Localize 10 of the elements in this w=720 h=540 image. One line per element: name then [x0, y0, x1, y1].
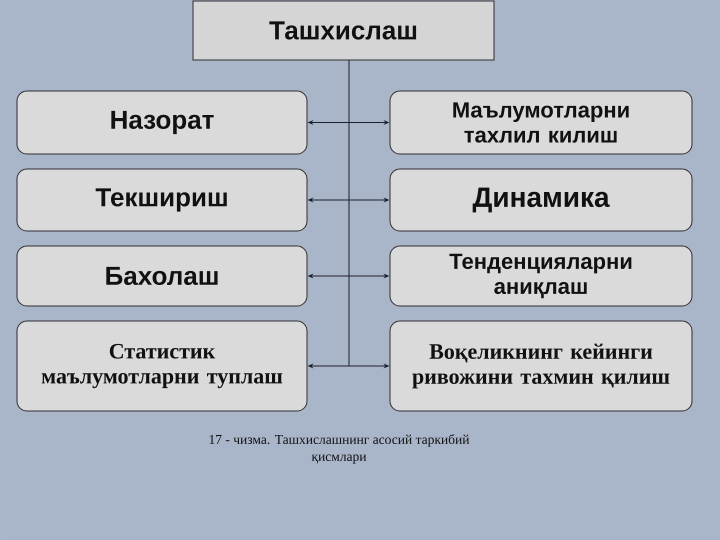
rounded-box: Бахолаш — [16, 246, 308, 306]
rounded-box: Воқеликнинг кейинги ривожини тахмин қилиш — [390, 320, 692, 412]
rounded-box: Динамика — [390, 168, 692, 232]
rounded-box: Назорат — [16, 90, 308, 154]
caption: 17 - чизма. Ташхислашнинг асосий таркибий қисмлари — [210, 434, 470, 464]
rounded-box: Статистик маълумотларни туплаш — [16, 320, 308, 412]
title-box: Ташхислаш — [192, 0, 494, 60]
rounded-box: Тенденцияларни аниқлаш — [390, 246, 692, 306]
rounded-box: Текшириш — [16, 168, 308, 232]
rounded-box: Маълумотларни тахлил килиш — [390, 90, 692, 154]
